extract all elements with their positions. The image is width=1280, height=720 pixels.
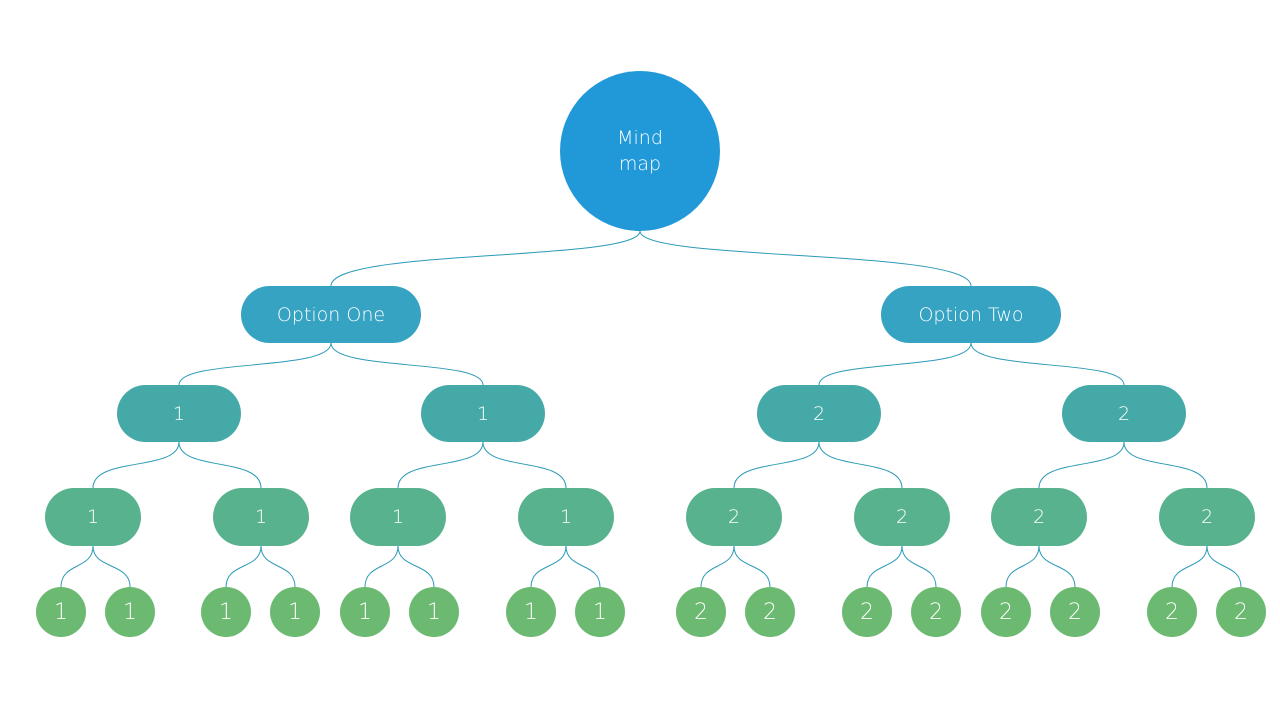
leaf-node: 2	[911, 587, 961, 637]
leaf-node: 1	[36, 587, 86, 637]
connector	[364, 545, 399, 588]
node-label: 1	[86, 506, 100, 528]
leaf-label: 1	[593, 599, 607, 625]
connector-root-option-two	[639, 230, 972, 287]
connector	[1038, 441, 1125, 489]
connector	[565, 545, 601, 588]
connector	[1171, 545, 1208, 588]
level2-node: 2	[757, 385, 881, 442]
leaf-node: 2	[1147, 587, 1197, 637]
connector	[397, 441, 484, 489]
leaf-label: 2	[763, 599, 777, 625]
connector	[866, 545, 903, 588]
connector	[530, 545, 567, 588]
leaf-label: 2	[860, 599, 874, 625]
node-label: 2	[1032, 506, 1046, 528]
connector	[397, 545, 435, 588]
level3-node: 2	[686, 488, 782, 546]
root-node: Mind map	[560, 71, 720, 231]
leaf-label: 1	[219, 599, 233, 625]
connector	[700, 545, 735, 588]
level3-node: 1	[350, 488, 446, 546]
connector	[178, 342, 332, 386]
leaf-node: 1	[201, 587, 251, 637]
connector	[60, 545, 94, 588]
leaf-label: 2	[1165, 599, 1179, 625]
level3-node: 1	[518, 488, 614, 546]
option-label: Option Two	[918, 303, 1024, 326]
connector	[1206, 545, 1242, 588]
connector	[818, 342, 972, 386]
node-label: 1	[254, 506, 268, 528]
leaf-node: 1	[340, 587, 390, 637]
connector	[733, 545, 771, 588]
connector	[330, 342, 484, 386]
root-label: Mind map	[617, 127, 663, 175]
leaf-label: 2	[1234, 599, 1248, 625]
leaf-node: 1	[506, 587, 556, 637]
leaf-node: 1	[105, 587, 155, 637]
leaf-node: 1	[409, 587, 459, 637]
leaf-label: 1	[524, 599, 538, 625]
option-two-node: Option Two	[881, 286, 1061, 343]
leaf-node: 2	[842, 587, 892, 637]
level3-node: 1	[45, 488, 141, 546]
level2-node: 1	[117, 385, 241, 442]
leaf-label: 1	[427, 599, 441, 625]
level2-node: 1	[421, 385, 545, 442]
level3-node: 2	[1159, 488, 1255, 546]
leaf-node: 1	[575, 587, 625, 637]
leaf-node: 2	[745, 587, 795, 637]
node-label: 1	[476, 402, 490, 425]
leaf-node: 1	[270, 587, 320, 637]
leaf-label: 1	[358, 599, 372, 625]
connector	[733, 441, 820, 489]
connector	[970, 342, 1125, 386]
level3-node: 2	[991, 488, 1087, 546]
leaf-label: 1	[288, 599, 302, 625]
node-label: 1	[172, 402, 186, 425]
level2-node: 2	[1062, 385, 1186, 442]
leaf-node: 2	[1050, 587, 1100, 637]
connector-root-option-one	[330, 230, 641, 287]
leaf-label: 2	[999, 599, 1013, 625]
option-one-node: Option One	[241, 286, 421, 343]
leaf-label: 1	[54, 599, 68, 625]
connector	[1005, 545, 1040, 588]
leaf-node: 2	[981, 587, 1031, 637]
leaf-label: 2	[929, 599, 943, 625]
node-label: 2	[1117, 402, 1131, 425]
node-label: 1	[559, 506, 573, 528]
leaf-label: 2	[694, 599, 708, 625]
option-label: Option One	[276, 303, 386, 326]
leaf-label: 2	[1068, 599, 1082, 625]
level3-node: 2	[854, 488, 950, 546]
connector	[818, 441, 903, 489]
connector	[92, 545, 131, 588]
connector	[92, 441, 180, 489]
node-label: 2	[895, 506, 909, 528]
node-label: 2	[727, 506, 741, 528]
connector	[1038, 545, 1076, 588]
node-label: 2	[812, 402, 826, 425]
connector	[225, 545, 262, 588]
connector	[260, 545, 296, 588]
leaf-node: 2	[1216, 587, 1266, 637]
level3-node: 1	[213, 488, 309, 546]
connector	[1123, 441, 1208, 489]
connector	[901, 545, 937, 588]
connector	[482, 441, 567, 489]
node-label: 1	[391, 506, 405, 528]
node-label: 2	[1200, 506, 1214, 528]
leaf-label: 1	[123, 599, 137, 625]
leaf-node: 2	[676, 587, 726, 637]
connector	[178, 441, 262, 489]
